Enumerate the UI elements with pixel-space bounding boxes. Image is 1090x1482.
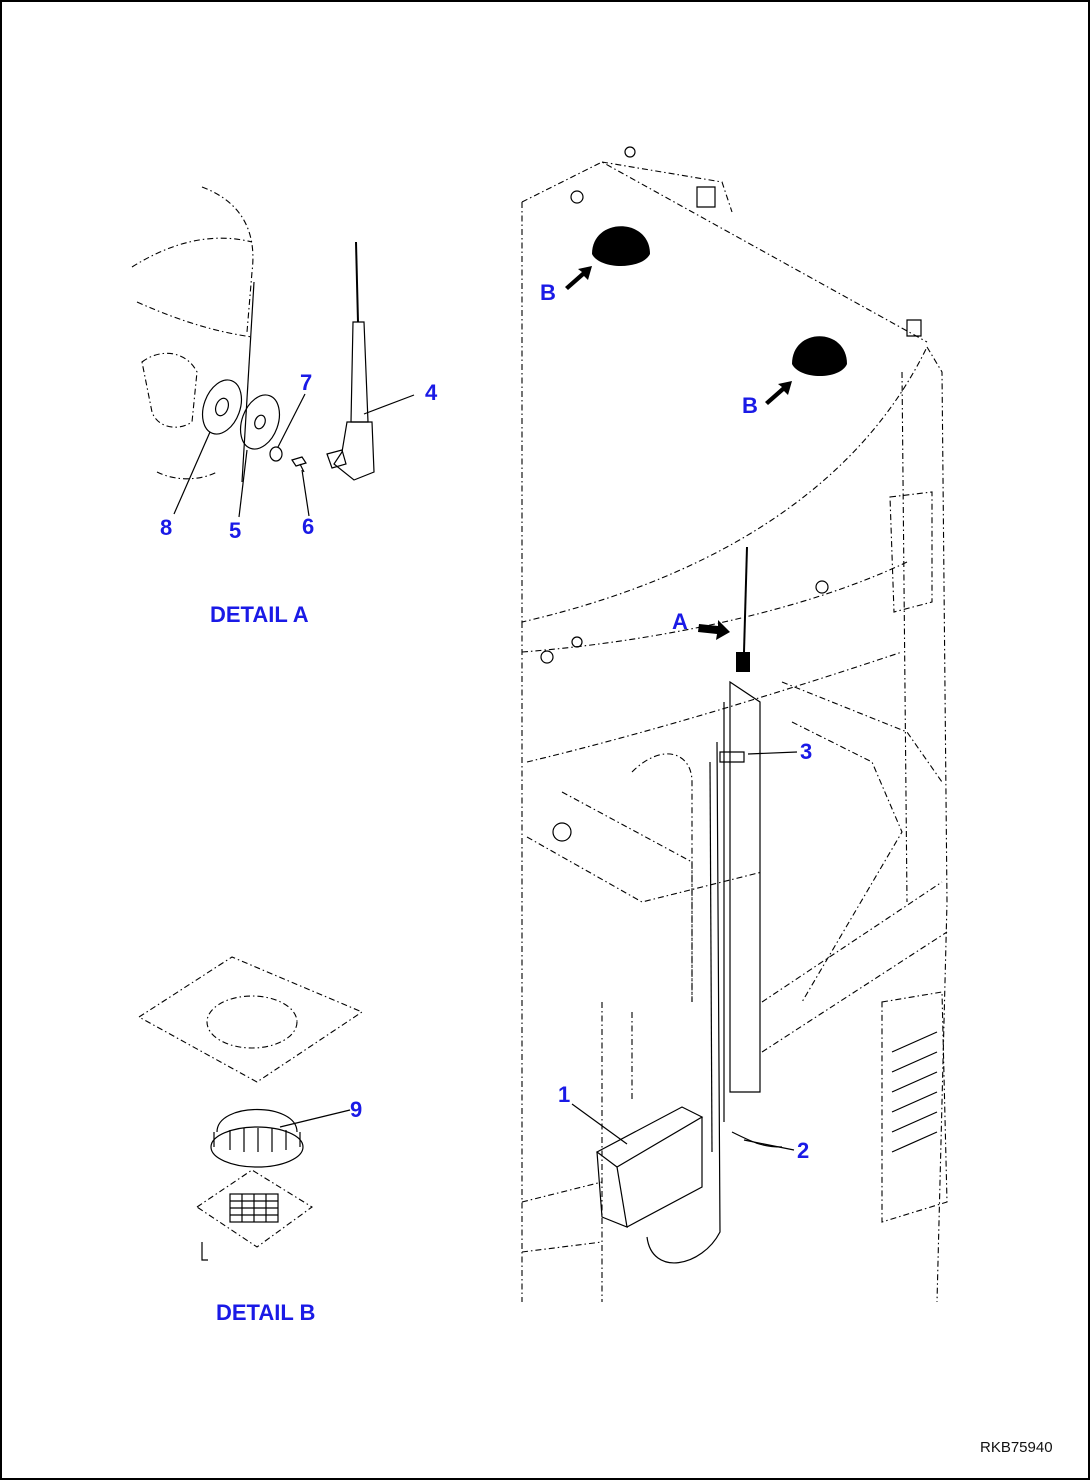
detail-b-title: DETAIL B bbox=[216, 1300, 315, 1325]
detail-b-drawing bbox=[137, 956, 364, 1261]
view-marker-b-lower: B bbox=[742, 393, 758, 418]
callout-1: 1 bbox=[558, 1082, 570, 1107]
arrow-a-icon bbox=[698, 620, 730, 640]
view-arrows bbox=[565, 266, 792, 640]
callout-7: 7 bbox=[300, 370, 312, 395]
leader-lines bbox=[173, 393, 798, 1151]
cab-view-drawing bbox=[521, 146, 948, 1303]
callout-4: 4 bbox=[425, 380, 438, 405]
callout-6: 6 bbox=[302, 514, 314, 539]
callout-2: 2 bbox=[797, 1138, 809, 1163]
arrow-b-upper-icon bbox=[565, 266, 592, 290]
detail-a-drawing bbox=[131, 186, 375, 483]
callout-5: 5 bbox=[229, 518, 241, 543]
drawing-code: RKB75940 bbox=[980, 1439, 1053, 1456]
callout-9: 9 bbox=[350, 1097, 362, 1122]
detail-a-title: DETAIL A bbox=[210, 602, 309, 627]
arrow-b-lower-icon bbox=[765, 381, 792, 405]
callout-3: 3 bbox=[800, 739, 812, 764]
view-marker-b-upper: B bbox=[540, 280, 556, 305]
callout-8: 8 bbox=[160, 515, 172, 540]
view-marker-a: A bbox=[672, 609, 688, 634]
